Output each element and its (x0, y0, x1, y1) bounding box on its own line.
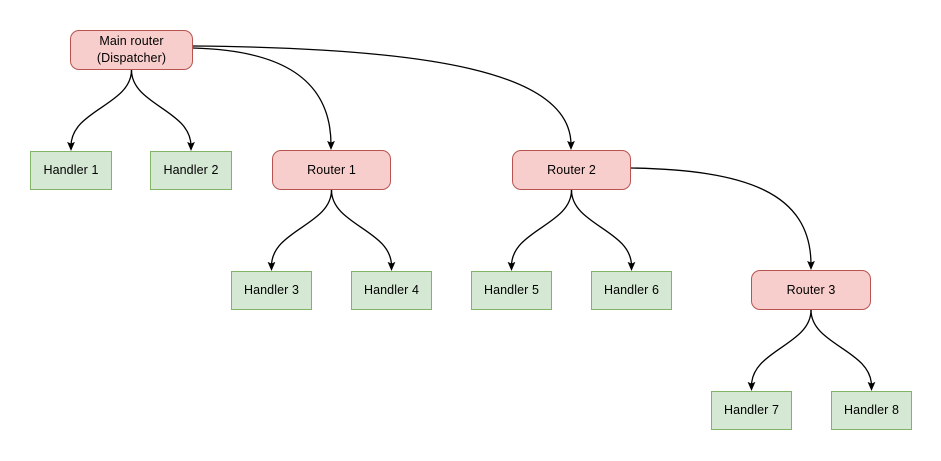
edge-router1-to-handler4 (330, 189, 396, 271)
node-handler1-label: Handler 1 (43, 163, 99, 178)
edge-main-to-router2 (192, 45, 575, 150)
edge-router2-to-handler5 (507, 189, 573, 271)
node-handler3[interactable]: Handler 3 (231, 271, 312, 310)
node-router3[interactable]: Router 3 (751, 270, 871, 310)
edge-router3-to-handler7 (747, 309, 812, 391)
node-handler2[interactable]: Handler 2 (150, 151, 232, 190)
node-handler1[interactable]: Handler 1 (30, 151, 112, 190)
edge-router2-to-router3 (630, 167, 815, 270)
node-handler6[interactable]: Handler 6 (591, 271, 672, 310)
node-main-label: Main router (Dispatcher) (96, 34, 167, 65)
node-handler6-label: Handler 6 (603, 283, 660, 298)
node-main[interactable]: Main router (Dispatcher) (70, 30, 193, 70)
node-router2[interactable]: Router 2 (512, 150, 631, 190)
node-handler3-label: Handler 3 (243, 283, 300, 298)
edge-main-to-handler1 (67, 69, 133, 151)
edge-router1-to-handler3 (267, 189, 333, 271)
edges-group (67, 45, 876, 391)
node-router2-label: Router 2 (547, 162, 596, 177)
node-handler7-label: Handler 7 (723, 403, 780, 418)
node-handler8-label: Handler 8 (843, 403, 900, 418)
node-router1[interactable]: Router 1 (272, 150, 391, 190)
edge-router3-to-handler8 (810, 309, 876, 391)
node-router3-label: Router 3 (786, 282, 836, 297)
node-handler4-label: Handler 4 (363, 283, 420, 298)
node-handler5[interactable]: Handler 5 (471, 271, 552, 310)
edge-router2-to-handler6 (570, 189, 636, 271)
node-handler5-label: Handler 5 (483, 283, 540, 298)
edge-main-to-router1 (192, 47, 335, 150)
node-handler8[interactable]: Handler 8 (831, 391, 912, 430)
node-handler2-label: Handler 2 (163, 163, 219, 178)
node-handler7[interactable]: Handler 7 (711, 391, 792, 430)
edge-main-to-handler2 (130, 69, 195, 151)
node-handler4[interactable]: Handler 4 (351, 271, 432, 310)
node-router1-label: Router 1 (307, 162, 356, 177)
